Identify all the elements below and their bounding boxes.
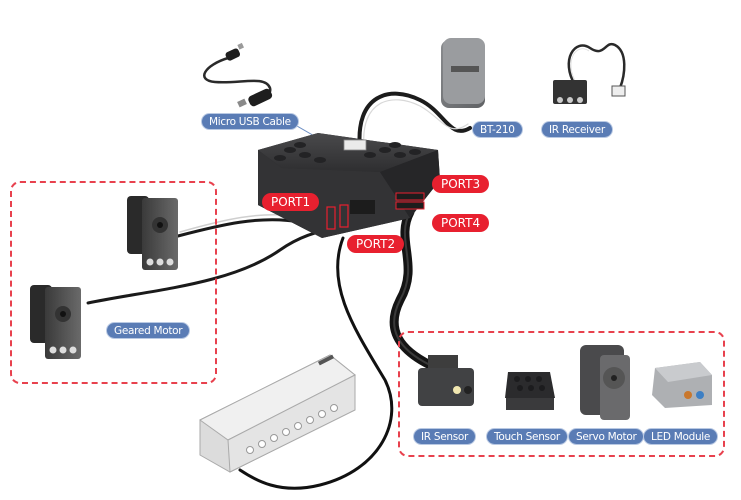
sensor-group	[398, 331, 725, 457]
geared-motor-icon	[127, 196, 178, 270]
geared-motor-icon	[30, 285, 81, 359]
controller-icon	[258, 133, 440, 238]
battery-cable	[238, 236, 394, 490]
geared-motor-group	[10, 181, 217, 384]
label-port1: PORT1	[262, 193, 320, 211]
label-led-module: LED Module	[643, 428, 719, 445]
usb-cable-icon	[203, 42, 273, 108]
label-ir-sensor: IR Sensor	[413, 428, 477, 445]
label-micro-usb-cable: Micro USB Cable	[201, 113, 299, 130]
label-bt-210: BT-210	[472, 121, 523, 138]
label-touch-sensor: Touch Sensor	[486, 428, 568, 445]
label-geared-motor: Geared Motor	[106, 322, 191, 339]
bluetooth-module-icon	[441, 38, 485, 108]
ir-sensor-icon	[418, 355, 474, 406]
servo-motor-icon	[580, 345, 630, 420]
label-port3: PORT3	[432, 175, 490, 193]
label-port4: PORT4	[432, 214, 490, 232]
label-ir-receiver: IR Receiver	[541, 121, 613, 138]
cables	[86, 91, 472, 490]
label-servo-motor: Servo Motor	[568, 428, 645, 445]
label-port2: PORT2	[347, 235, 405, 253]
ir-receiver-icon	[553, 42, 626, 104]
battery-pack-icon	[199, 354, 356, 473]
touch-sensor-icon	[505, 372, 555, 410]
led-module-icon	[652, 362, 712, 408]
